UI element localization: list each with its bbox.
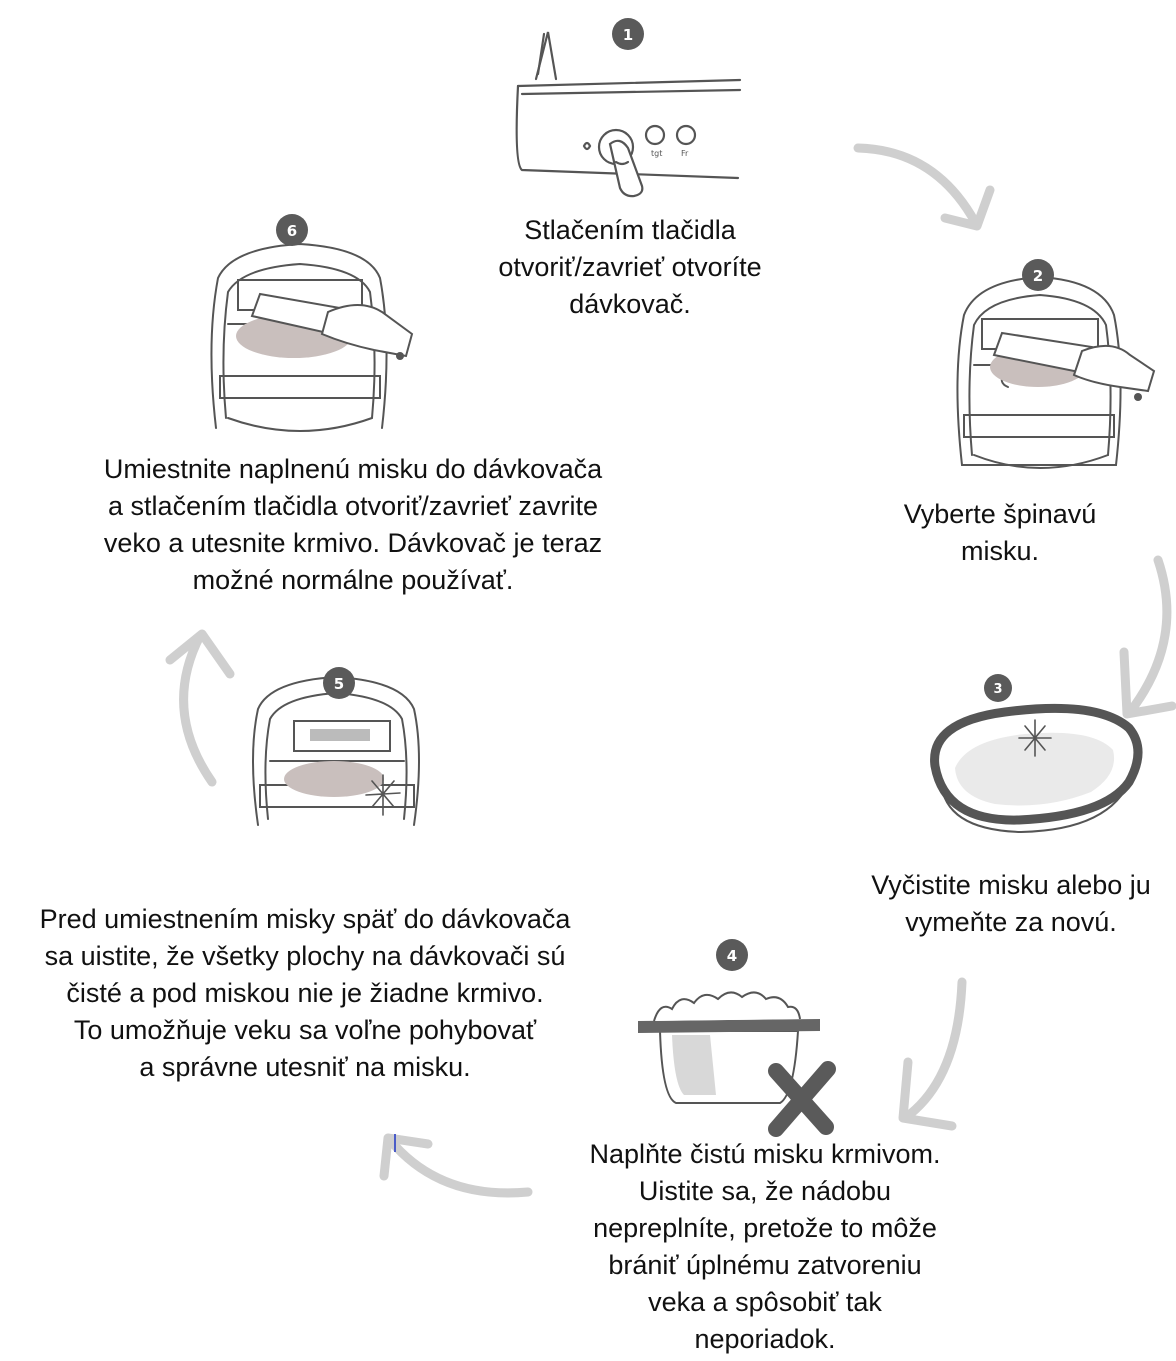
- step-2-caption-line: Vyberte špinavú: [903, 499, 1097, 529]
- step-4-caption-line: veka a spôsobiť tak: [648, 1287, 882, 1317]
- step-1-badge: 1: [612, 18, 644, 50]
- step-5-caption-line: čisté a pod miskou nie je žiadne krmivo.: [66, 978, 544, 1008]
- step-2-badge: 2: [1022, 259, 1054, 291]
- step-2-caption: Vyberte špinavú misku.: [880, 496, 1120, 570]
- step-1-button-label-b: Fr: [681, 149, 689, 158]
- step-2-caption-line: misku.: [960, 536, 1039, 566]
- step-1-caption-line: dávkovač.: [569, 289, 691, 319]
- step-1-caption: Stlačením tlačidla otvoriť/zavrieť otvor…: [450, 212, 810, 323]
- step-3-number: 3: [993, 682, 1002, 697]
- step-5-illustration: 5: [252, 667, 420, 826]
- step-2-number: 2: [1033, 267, 1043, 285]
- step-6-caption-line: veko a utesnite krmivo. Dávkovač je tera…: [103, 528, 603, 558]
- step-6-caption-line: Umiestnite naplnenú misku do dávkovača: [103, 454, 603, 484]
- step-3-caption: Vyčistite misku alebo ju vymeňte za novú…: [846, 867, 1176, 941]
- step-6-caption-line: a stlačením tlačidla otvoriť/zavrieť zav…: [108, 491, 598, 521]
- arrow-1-to-2-head: [940, 185, 995, 231]
- arrow-2-to-3: [1125, 555, 1172, 717]
- step-1-caption-line: otvoriť/zavrieť otvoríte: [498, 252, 762, 282]
- step-4-caption-line: nepreplníte, pretože to môže: [593, 1213, 937, 1243]
- arrow-4-to-5: [385, 1135, 533, 1198]
- wrong-x-icon: [768, 1061, 836, 1137]
- step-1-number: 1: [623, 26, 633, 44]
- step-5-caption: Pred umiestnením misky späť do dávkovača…: [0, 901, 610, 1086]
- step-1-caption-line: Stlačením tlačidla: [524, 215, 736, 245]
- step-4-caption-line: brániť úplnému zatvoreniu: [608, 1250, 922, 1280]
- arrow-3-to-4: [900, 977, 967, 1123]
- step-5-badge: 5: [323, 667, 355, 699]
- arrow-2-to-3-head: [1119, 647, 1176, 719]
- arrow-5-to-6-head: [165, 629, 235, 679]
- step-5-number: 5: [334, 675, 344, 693]
- step-4-caption-line: neporiadok.: [694, 1324, 836, 1354]
- step-5-caption-line: a správne utesniť na misku.: [139, 1052, 471, 1082]
- step-4-caption: Naplňte čistú misku krmivom. Uistite sa,…: [560, 1136, 970, 1358]
- step-3-caption-line: vymeňte za novú.: [905, 907, 1117, 937]
- step-4-number: 4: [727, 947, 737, 965]
- arrow-4-to-5-head: [379, 1133, 433, 1181]
- step-1-illustration: tgt Fr 1: [515, 18, 742, 198]
- step-4-caption-line: Uistite sa, že nádobu: [638, 1176, 892, 1206]
- step-6-caption-line: možné normálne používať.: [192, 565, 514, 595]
- step-4-badge: 4: [716, 939, 748, 971]
- sparkle-icon: [365, 774, 401, 816]
- arrow-1-to-2: [853, 143, 980, 227]
- step-5-caption-line: Pred umiestnením misky späť do dávkovača: [39, 904, 571, 934]
- step-6-badge: 6: [276, 214, 308, 246]
- step-6-illustration: 6: [210, 214, 414, 432]
- step-5-caption-line: sa uistite, že všetky plochy na dávkovač…: [44, 941, 566, 971]
- step-6-number: 6: [287, 222, 297, 240]
- step-4-caption-line: Naplňte čistú misku krmivom.: [589, 1139, 941, 1169]
- sparkle-icon: [1018, 719, 1052, 757]
- step-3-badge: 3: [984, 674, 1012, 702]
- text-cursor: [394, 1134, 396, 1152]
- step-4-illustration: 4: [638, 939, 836, 1137]
- step-1-button-label-a: tgt: [651, 149, 662, 158]
- step-3-illustration: 3: [930, 674, 1143, 834]
- step-6-caption: Umiestnite naplnenú misku do dávkovača a…: [48, 451, 658, 599]
- step-3-caption-line: Vyčistite misku alebo ju: [871, 870, 1151, 900]
- arrow-5-to-6: [179, 631, 217, 787]
- arrow-3-to-4-head: [898, 1057, 957, 1131]
- step-5-caption-line: To umožňuje veku sa voľne pohybovať: [73, 1015, 537, 1045]
- step-2-illustration: 2: [956, 259, 1156, 469]
